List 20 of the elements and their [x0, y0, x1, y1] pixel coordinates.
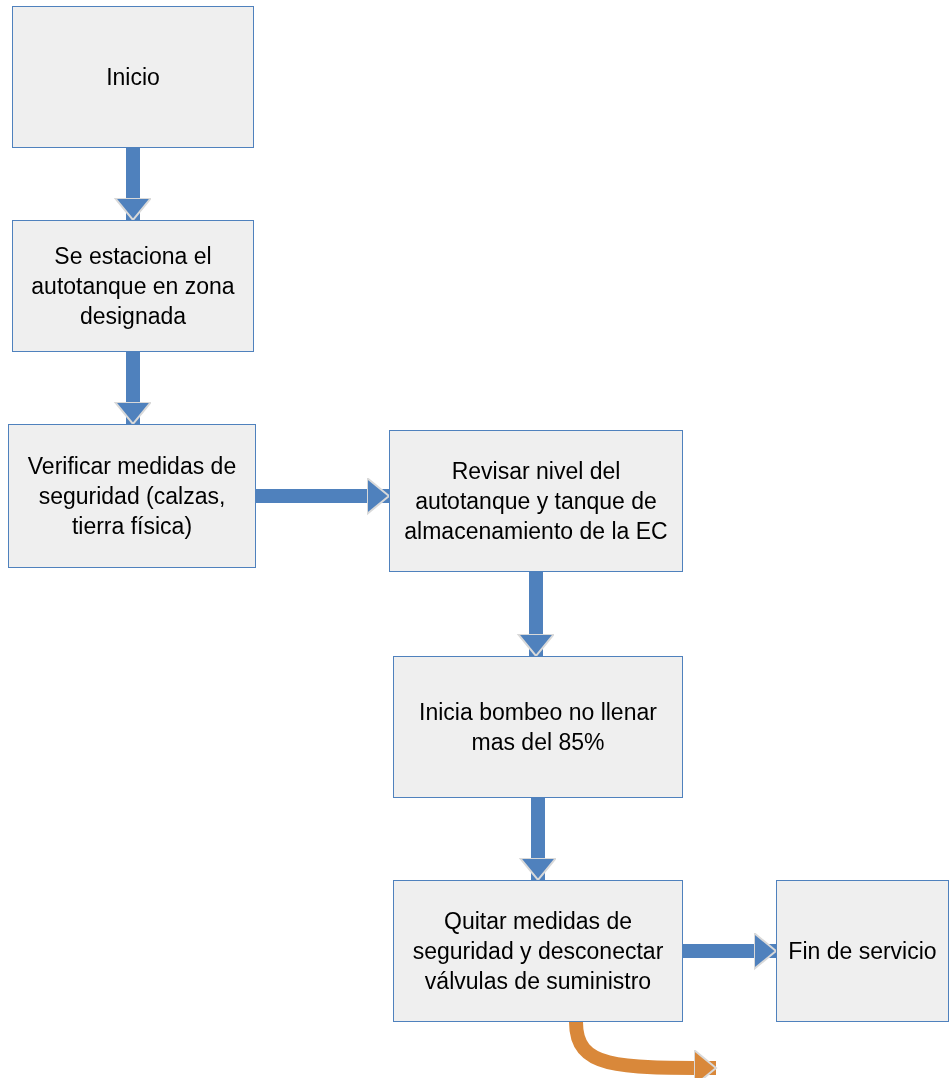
process-box: [12, 6, 254, 148]
box-label: Revisar nivel del autotanque y tanque de almacenamiento de la EC: [403, 457, 669, 546]
process-box: [389, 430, 683, 572]
box-label: Verificar medidas de seguridad (calzas, tierra física): [26, 452, 238, 541]
arrow: [519, 798, 557, 881]
box-label: Se estaciona el autotanque en zona designada: [30, 242, 236, 331]
process-box: [393, 880, 683, 1022]
box-label: Fin de servicio: [788, 937, 937, 966]
arrow: [114, 148, 152, 221]
process-box: [12, 220, 254, 352]
arrow: [517, 572, 555, 657]
process-box: [776, 880, 949, 1022]
box-label: Inicio: [106, 63, 160, 92]
box-label: Inicia bombeo no llenar mas del 85%: [418, 698, 658, 757]
process-box: [8, 424, 256, 568]
process-box: [393, 656, 683, 798]
box-label: Quitar medidas de seguridad y desconectar válvulas de suministro: [411, 907, 665, 996]
arrow: [256, 477, 390, 515]
arrow: [114, 352, 152, 425]
arrow: [683, 932, 777, 970]
